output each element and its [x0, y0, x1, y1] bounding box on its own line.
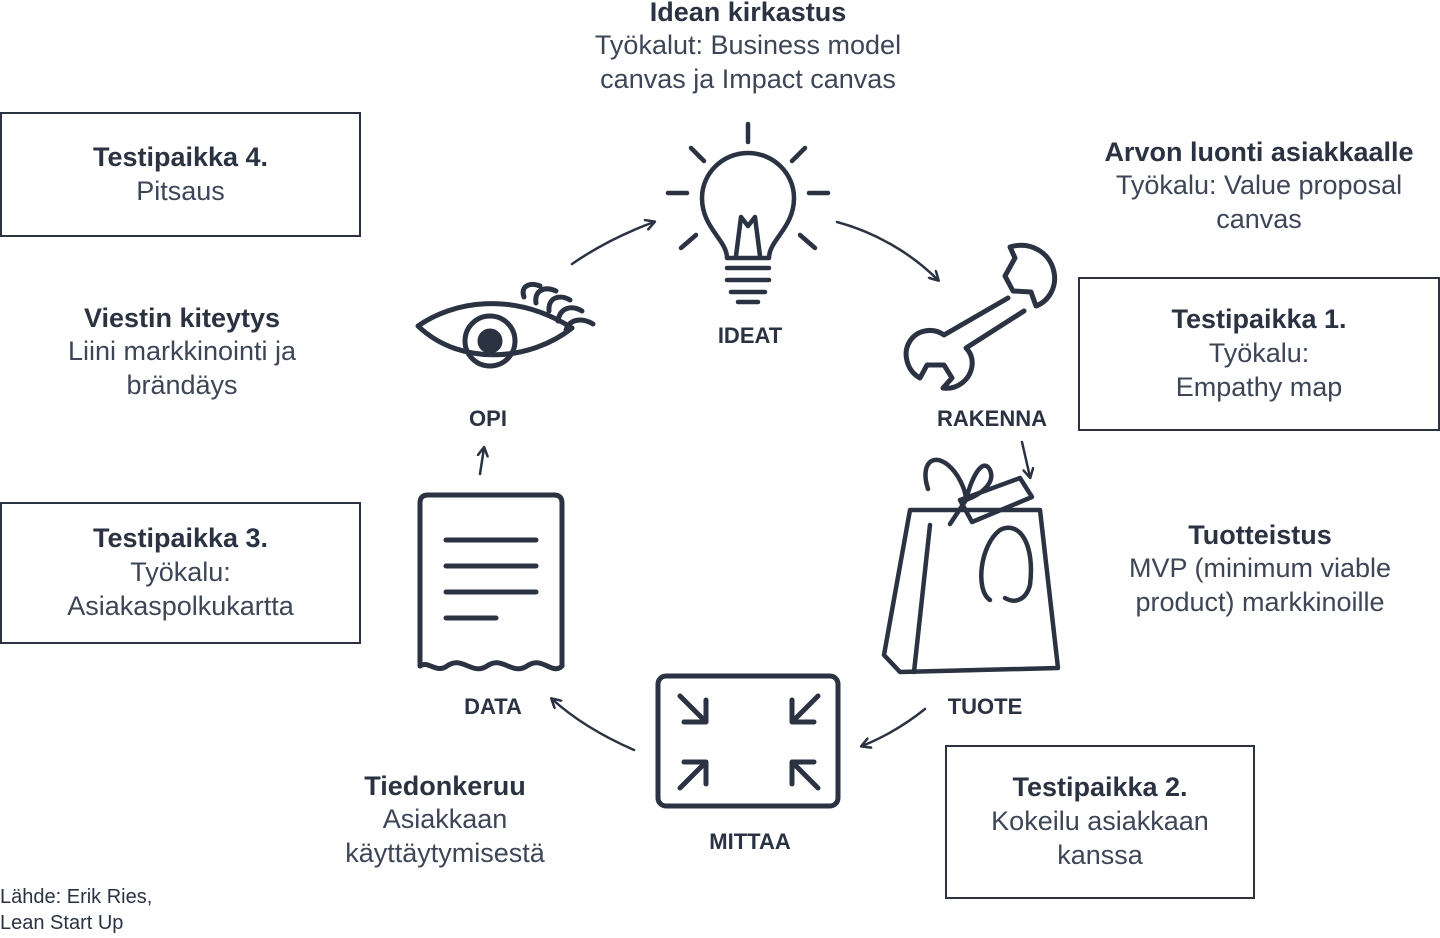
stage-label-data: DATA — [464, 694, 522, 719]
testipaikka-1-box: Testipaikka 1. Työkalu: Empathy map — [1078, 277, 1440, 431]
wrench-icon — [903, 242, 1058, 391]
measure-icon — [655, 673, 841, 809]
testipaikka-4-box: Testipaikka 4. Pitsaus — [0, 112, 361, 237]
text-line: canvas — [1216, 203, 1302, 234]
arrow-data-to-opi — [480, 448, 484, 476]
text-heading: Tuotteistus — [1188, 520, 1332, 550]
stage-label-ideat: IDEAT — [717, 323, 783, 348]
box-line: Kokeilu asiakkaan — [991, 806, 1209, 837]
box-heading: Testipaikka 1. — [1171, 304, 1347, 335]
text-line: MVP (minimum viable — [1128, 553, 1392, 584]
stage-label-opi: OPI — [469, 406, 507, 431]
text-heading: Tiedonkeruu — [364, 771, 526, 801]
box-heading: Testipaikka 2. — [1012, 772, 1188, 803]
text-line: Liini markkinointi ja — [67, 336, 297, 367]
source-line: Lähde: Erik Ries, — [0, 886, 153, 908]
text-tuotteistus: Tuotteistus MVP (minimum viable product)… — [1090, 519, 1430, 619]
box-line: Työkalu: — [130, 557, 231, 588]
box-line: Empathy map — [1175, 371, 1343, 402]
text-line: käyttäytymisestä — [345, 837, 545, 868]
source-citation: Lähde: Erik Ries, Lean Start Up — [0, 884, 152, 937]
text-tiedonkeruu: Tiedonkeruu Asiakkaan käyttäytymisestä — [300, 770, 590, 870]
shopping-bag-icon — [881, 457, 1061, 675]
testipaikka-3-box: Testipaikka 3. Työkalu: Asiakaspolkukart… — [0, 502, 361, 644]
stage-label-tuote: TUOTE — [947, 694, 1023, 719]
box-heading: Testipaikka 4. — [92, 141, 269, 172]
text-heading: Idean kirkastus — [649, 0, 847, 27]
text-line: canvas ja Impact canvas — [600, 63, 896, 94]
box-heading: Testipaikka 3. — [92, 523, 269, 554]
text-line: product) markkinoille — [1135, 586, 1385, 617]
eye-icon — [415, 281, 596, 369]
source-line: Lean Start Up — [0, 912, 124, 935]
text-arvon-luonti: Arvon luonti asiakkaalle Työkalu: Value … — [1080, 136, 1438, 236]
box-line: Pitsaus — [136, 175, 225, 206]
text-viestin-kiteytys: Viestin kiteytys Liini markkinointi ja b… — [22, 302, 342, 402]
text-heading: Viestin kiteytys — [83, 303, 281, 333]
testipaikka-2-box: Testipaikka 2. Kokeilu asiakkaan kanssa — [945, 745, 1255, 899]
box-line: Asiakaspolkukartta — [67, 590, 294, 621]
text-line: Työkalut: Business model — [594, 30, 902, 61]
cycle-arrows — [480, 220, 1030, 752]
lightbulb-icon — [665, 121, 831, 305]
arrow-mittaa-to-data — [552, 699, 636, 752]
box-line: kanssa — [1057, 839, 1143, 870]
text-line: Asiakkaan — [382, 804, 508, 835]
box-line: Työkalu: — [1208, 338, 1310, 369]
receipt-icon — [417, 492, 565, 672]
text-line: brändäys — [126, 369, 238, 400]
arrow-rakenna-to-tuote — [1020, 440, 1030, 477]
text-idean-kirkastus: Idean kirkastus Työkalut: Business model… — [548, 0, 948, 96]
text-heading: Arvon luonti asiakkaalle — [1104, 137, 1414, 167]
arrow-ideat-to-rakenna — [835, 220, 938, 280]
stage-label-rakenna: RAKENNA — [937, 406, 1047, 431]
stage-label-mittaa: MITTAA — [709, 829, 791, 854]
text-line: Työkalu: Value proposal — [1115, 170, 1403, 201]
arrow-opi-to-ideat — [570, 222, 654, 266]
arrow-tuote-to-mittaa — [862, 707, 927, 746]
